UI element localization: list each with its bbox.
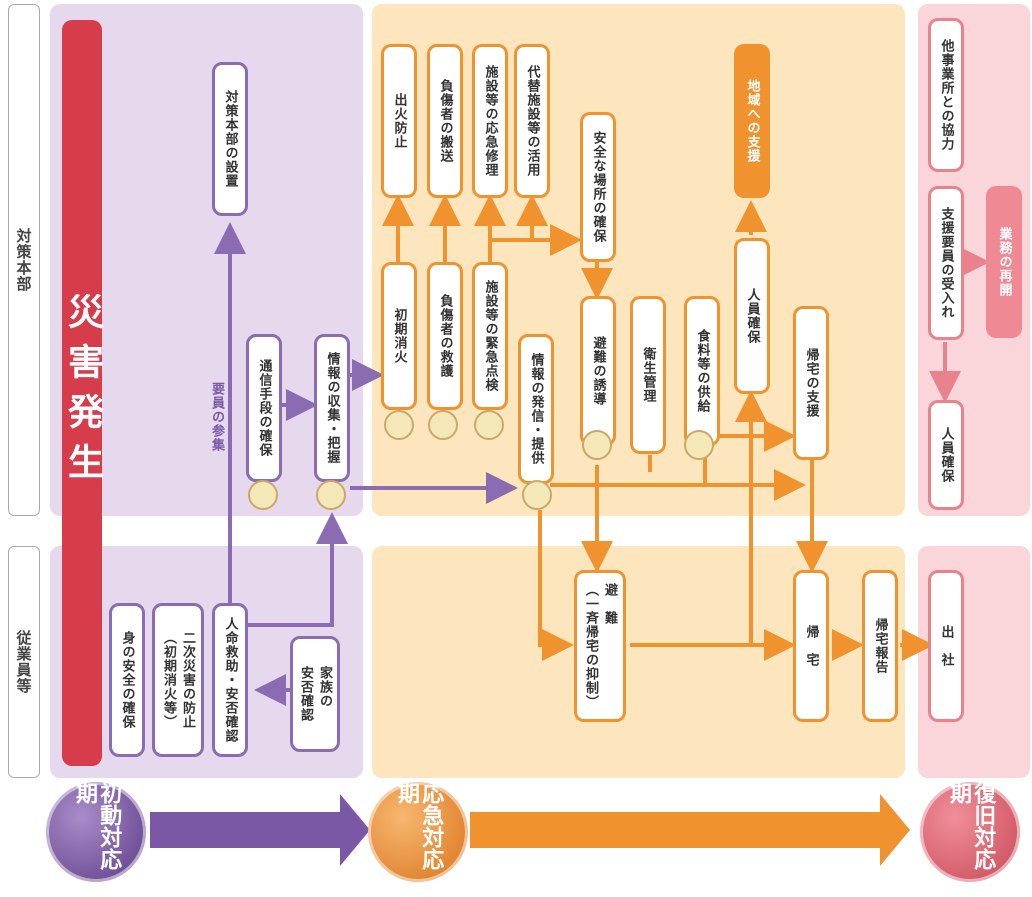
box-sanitation: 衛生管理 (630, 296, 666, 454)
box-family: 家族の 安否確認 (290, 636, 340, 752)
food-supply-icon (684, 430, 714, 460)
box-info-send: 情報の発信・提供 (518, 334, 554, 484)
fire-extinguisher-icon (384, 410, 414, 440)
box-repair: 施設等の応急修理 (472, 44, 508, 198)
box-evac: 避 難 （一斉帰宅の抑制） (574, 570, 626, 722)
inspector-icon (474, 410, 504, 440)
box-inspect: 施設等の緊急点検 (472, 262, 508, 410)
person-phone-icon (248, 480, 278, 510)
box-attend: 出 社 (928, 570, 964, 722)
box-hq-setup: 対策本部の設置 (212, 62, 248, 216)
box-home-report: 帰宅報告 (862, 570, 898, 722)
box-info-collect: 情報の収集・把握 (314, 334, 350, 482)
person-computer-icon (316, 480, 346, 510)
label-staff-arrive: 要員の参集 (206, 382, 226, 462)
phase-initial: 初動対応期 (46, 782, 146, 882)
phase-recovery: 復旧対応期 (920, 782, 1020, 882)
box-recovery-personnel: 人員確保 (928, 400, 964, 510)
box-self-safety: 身の安全の確保 (109, 603, 145, 757)
box-home-support: 帰宅の支援 (793, 306, 829, 460)
phase-emergency: 応急対応期 (368, 782, 468, 882)
box-secondary: 二次災害の防止 （初期消火等） (152, 603, 204, 757)
person-info-icon (522, 480, 552, 510)
box-personnel: 人員確保 (734, 238, 770, 394)
box-first-fire: 初期消火 (381, 262, 417, 410)
box-rescue: 人命救助・安否確認 (212, 603, 248, 757)
box-food: 食料等の供給 (684, 296, 720, 446)
box-fire-prevent: 出火防止 (381, 44, 417, 198)
box-evac-guide: 避難の誘導 (580, 296, 616, 446)
box-rescue-injured: 負傷者の救護 (427, 262, 463, 410)
guide-flag-icon (582, 430, 612, 460)
first-aid-icon (428, 410, 458, 440)
box-safe-place: 安全な場所の確保 (580, 112, 616, 262)
box-regional: 地域への支援 (734, 44, 770, 198)
box-comm: 通信手段の確保 (246, 334, 282, 482)
box-go-home: 帰 宅 (793, 570, 829, 722)
box-other-office: 他事業所との協力 (928, 18, 964, 172)
box-accept: 支援要員の受入れ (928, 186, 964, 340)
box-transport: 負傷者の搬送 (427, 44, 463, 198)
box-resume: 業務の再開 (986, 186, 1022, 338)
box-alt-facility: 代替施設等の活用 (514, 44, 550, 198)
